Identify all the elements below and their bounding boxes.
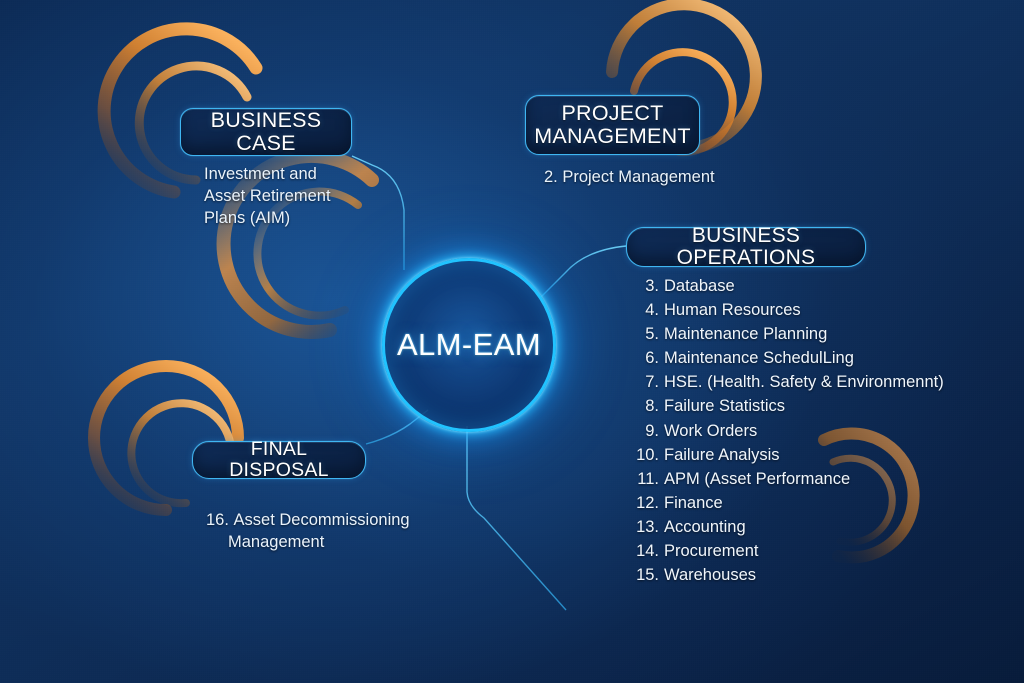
node-project-management-title: PROJECT MANAGEMENT	[534, 101, 691, 148]
business-operations-list: 3. Database 4. Human Resources 5. Maintenance…	[634, 277, 944, 590]
list-item-number: 13.	[636, 517, 659, 536]
center-hub-label: ALM-EAM	[396, 327, 542, 362]
list-item-number: 12.	[636, 493, 659, 512]
list-item-number: 8.	[645, 397, 659, 416]
business-operations-list-item: 9. Work Orders	[634, 422, 934, 446]
list-item-number: 7.	[645, 373, 659, 392]
list-item-label: Human Resources	[664, 301, 801, 320]
node-final-disposal-caption: 16. Asset Decommissioning Management	[206, 487, 466, 575]
list-item-number: 14.	[636, 542, 659, 561]
node-final-disposal[interactable]: FINAL DISPOSAL	[192, 438, 366, 481]
list-item-label: Failure Analysis	[664, 445, 780, 464]
final-disposal-caption-line2: Management	[228, 533, 325, 551]
node-business-case[interactable]: BUSINESS CASE	[180, 108, 352, 156]
node-business-case-caption: Investment and Asset Retirement Plans (A…	[204, 165, 331, 227]
list-item-number: 11.	[637, 469, 659, 488]
list-item-number: 10.	[636, 445, 659, 464]
node-business-case-title: BUSINESS CASE	[210, 108, 322, 155]
list-item-label: Finance	[664, 493, 723, 512]
list-item-label: Maintenance Planning	[664, 325, 828, 344]
node-project-management-caption: 2. Project Management	[544, 168, 715, 186]
final-disposal-caption-number: 16.	[206, 511, 229, 529]
list-item-number: 6.	[645, 349, 659, 368]
list-item-label: Procurement	[664, 542, 759, 561]
business-operations-list-item: 15. Warehouses	[634, 566, 934, 590]
list-item-number: 3.	[645, 277, 659, 295]
node-final-disposal-title: FINAL DISPOSAL	[229, 438, 329, 481]
business-operations-list-item: 4. Human Resources	[634, 301, 934, 325]
business-operations-list-item: 13. Accounting	[634, 518, 934, 542]
list-item-label: Warehouses	[664, 566, 757, 585]
final-disposal-caption-line1: 16. Asset Decommissioning	[206, 511, 410, 529]
connector-core-bottom	[466, 426, 567, 611]
list-item-label: Failure Statistics	[664, 397, 786, 416]
list-item-label: HSE. (Health. Safety & Environmennt)	[664, 373, 944, 392]
business-operations-list-item: 8. Failure Statistics	[634, 397, 934, 421]
business-operations-list-item: 5. Maintenance Planning	[634, 325, 934, 349]
list-item-label: Maintenance SchedulLing	[664, 349, 854, 368]
business-operations-list-item: 12. Finance	[634, 494, 934, 518]
node-business-operations-title: BUSINESS OPERATIONS	[676, 223, 816, 269]
list-item-number: 9.	[645, 421, 659, 440]
node-business-operations[interactable]: BUSINESS OPERATIONS	[626, 223, 866, 269]
list-item-label: Work Orders	[664, 421, 758, 440]
list-item-label: Accounting	[664, 517, 746, 536]
node-project-management[interactable]: PROJECT MANAGEMENT	[525, 95, 700, 155]
business-operations-list-item: 10. Failure Analysis	[634, 446, 934, 470]
business-operations-list-item: 7. HSE. (Health. Safety & Environmennt)	[634, 373, 943, 397]
center-hub[interactable]: ALM-EAM	[382, 258, 556, 432]
list-item-number: 5.	[645, 325, 659, 344]
business-operations-list-item: 3. Database	[634, 277, 934, 301]
business-operations-list-item: 11. APM (Asset Performance	[634, 470, 934, 494]
list-item-label: APM (Asset Performance	[664, 469, 851, 488]
list-item-number: 15.	[636, 566, 659, 585]
business-operations-list-item: 6. Maintenance SchedulLing	[634, 349, 934, 373]
list-item-label: Database	[664, 277, 735, 295]
connector-business-operations	[537, 245, 627, 301]
business-operations-list-item: 14. Procurement	[634, 542, 934, 566]
list-item-number: 4.	[645, 301, 659, 320]
